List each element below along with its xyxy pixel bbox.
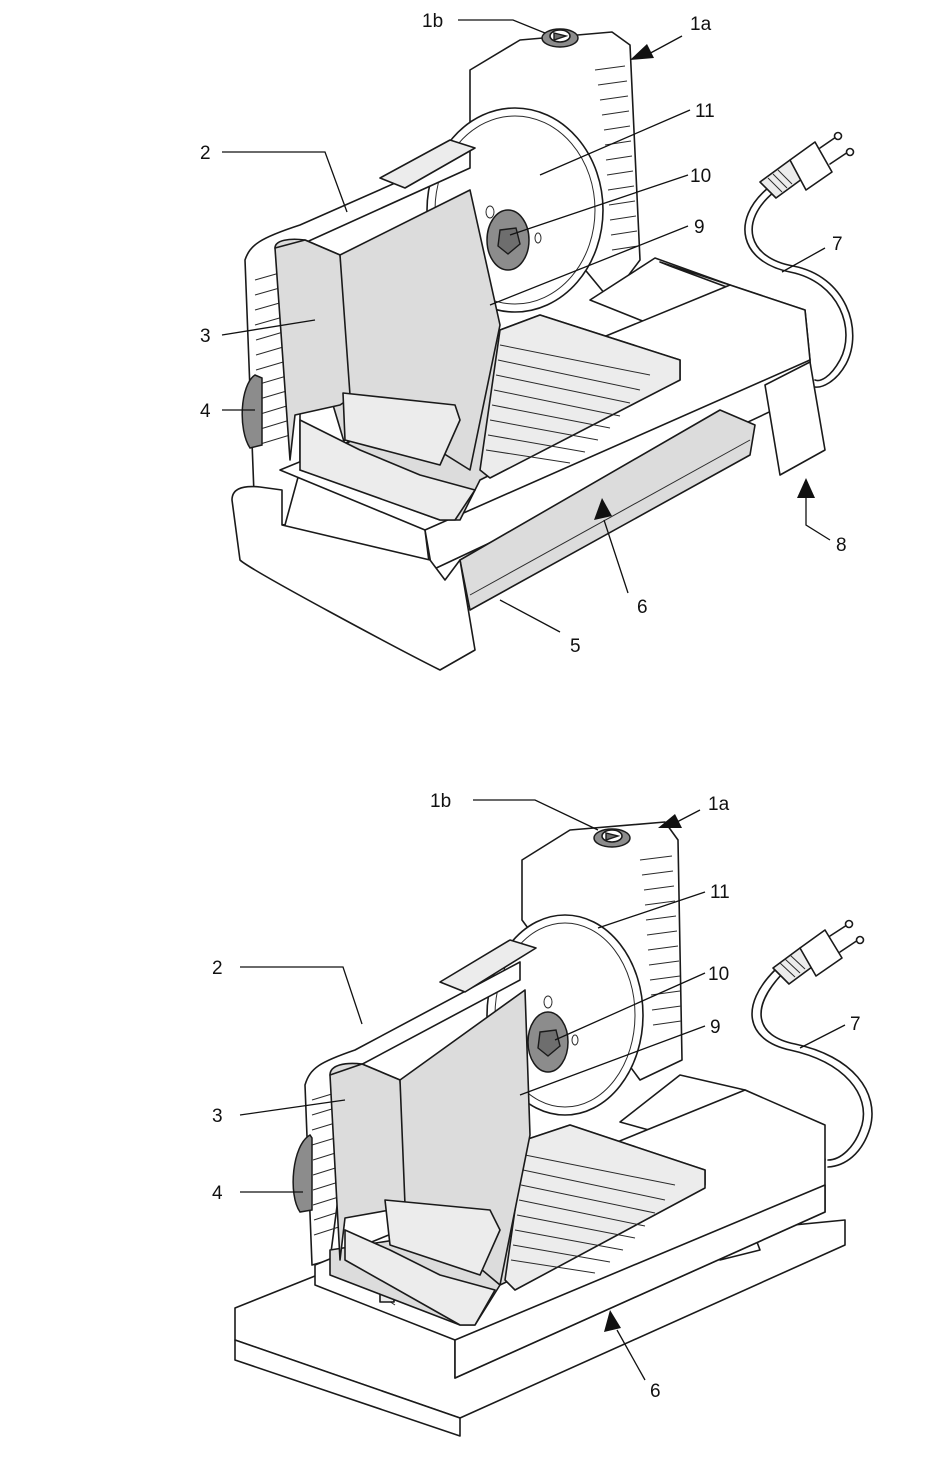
- label-6: 6: [650, 1381, 661, 1402]
- slicer-bottom-drawing: 1b 1a 2 3 4 6 7 9 10 11: [0, 730, 950, 1469]
- plug: [760, 133, 854, 199]
- slicer-top-drawing: 1b 1a 2 3 4 5 6 7 8 9 10 11: [0, 0, 950, 720]
- thickness-knob: [293, 1135, 312, 1212]
- label-10: 10: [690, 166, 711, 187]
- end-piece-holder: [340, 190, 500, 470]
- label-11: 11: [710, 882, 730, 903]
- on-off-switch: [542, 29, 578, 47]
- label-3: 3: [212, 1106, 223, 1127]
- label-1a: 1a: [708, 794, 730, 815]
- label-2: 2: [200, 143, 211, 164]
- label-4: 4: [212, 1183, 223, 1204]
- label-1b: 1b: [422, 11, 443, 32]
- label-1b: 1b: [430, 791, 451, 812]
- label-5: 5: [570, 636, 581, 657]
- label-3: 3: [200, 326, 211, 347]
- slicer-diagram-top: 1b 1a 2 3 4 5 6 7 8 9 10 11: [0, 0, 950, 720]
- on-off-switch: [594, 829, 630, 847]
- thickness-knob: [242, 375, 262, 448]
- label-4: 4: [200, 401, 211, 422]
- label-9: 9: [694, 217, 705, 238]
- label-8: 8: [836, 535, 847, 556]
- label-7: 7: [832, 234, 843, 255]
- label-10: 10: [708, 964, 729, 985]
- plug: [773, 921, 864, 985]
- slicer-diagram-bottom: 1b 1a 2 3 4 6 7 9 10 11: [0, 730, 950, 1469]
- label-9: 9: [710, 1017, 721, 1038]
- label-11: 11: [695, 101, 715, 122]
- label-7: 7: [850, 1014, 861, 1035]
- label-1a: 1a: [690, 14, 712, 35]
- label-6: 6: [637, 597, 648, 618]
- label-2: 2: [212, 958, 223, 979]
